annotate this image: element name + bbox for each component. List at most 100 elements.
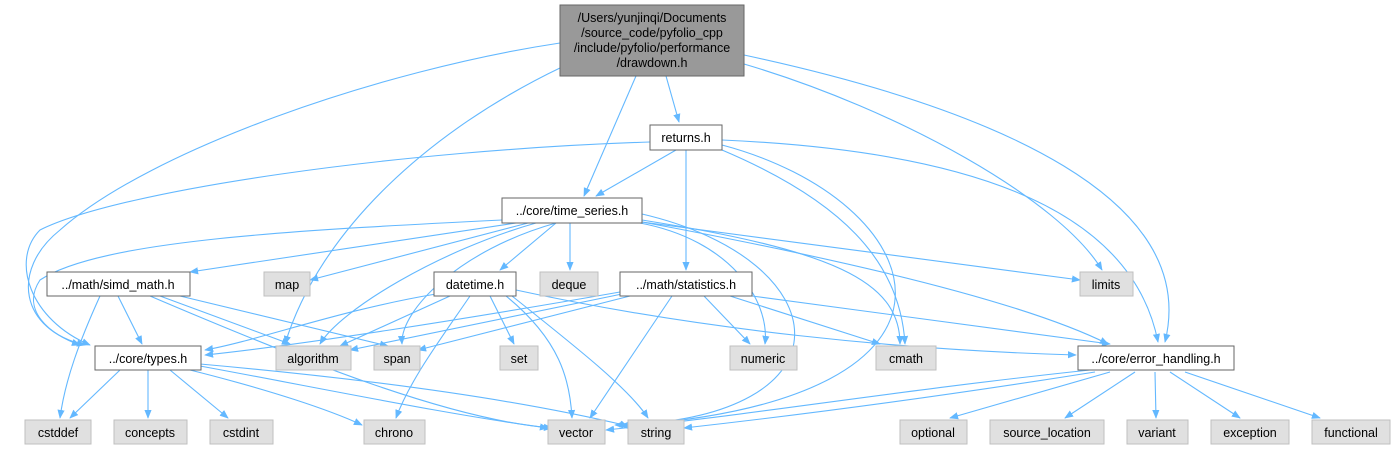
edge-simd-cstddef (57, 295, 101, 419)
edge-root-limits (743, 63, 1103, 271)
node-limits-label: limits (1092, 278, 1120, 292)
node-cstddef-label: cstddef (38, 426, 79, 440)
edge-stats-cmath (729, 295, 881, 345)
node-root-line-4: /drawdown.h (617, 56, 688, 70)
edge-ts-types (33, 219, 503, 346)
node-cmath-label: cmath (889, 352, 923, 366)
edge-datetime-chrono (395, 295, 471, 419)
edge-returns-cmath (721, 149, 909, 345)
node-cstdint[interactable]: cstdint (209, 419, 274, 445)
edge-err-exception (1169, 371, 1241, 419)
node-numeric[interactable]: numeric (729, 345, 798, 371)
edge-ts-error-handling (641, 221, 1109, 345)
node-set-label: set (511, 352, 528, 366)
node-root-line-1: /Users/yunjinqi/Documents (578, 11, 727, 25)
node-simd-math-h[interactable]: ../math/simd_math.h (46, 271, 191, 297)
edge-root-error-handling (743, 54, 1171, 343)
node-concepts-label: concepts (125, 426, 175, 440)
edge-ts-datetime (499, 222, 557, 271)
edge-types-string (199, 363, 629, 428)
edge-stats-vector (589, 295, 673, 419)
edge-stats-algorithm (349, 293, 623, 352)
node-set[interactable]: set (499, 345, 539, 371)
node-returns-label: returns.h (661, 131, 710, 145)
edge-stats-error-handling (751, 295, 1111, 347)
node-chrono[interactable]: chrono (363, 419, 426, 445)
edge-simd-algorithm (159, 295, 291, 345)
node-deque[interactable]: deque (539, 271, 599, 297)
node-variant-label: variant (1138, 426, 1176, 440)
edge-types-cstddef (69, 369, 121, 419)
node-deque-label: deque (552, 278, 587, 292)
edge-datetime-types (204, 293, 437, 353)
edge-err-source-location (1064, 371, 1136, 419)
node-root-line-3: /include/pyfolio/performance (574, 41, 730, 55)
node-error-handling-h[interactable]: ../core/error_handling.h (1077, 345, 1235, 371)
node-vector-label: vector (559, 426, 593, 440)
node-types-label: ../core/types.h (109, 352, 188, 366)
edge-ts-cmath (641, 219, 904, 345)
node-functional[interactable]: functional (1311, 419, 1391, 445)
node-exception[interactable]: exception (1210, 419, 1290, 445)
node-string[interactable]: string (627, 419, 685, 445)
node-optional-label: optional (911, 426, 955, 440)
edge-types-vector (199, 365, 549, 431)
edge-returns-types (25, 141, 651, 346)
edge-simd-span (179, 295, 389, 348)
edge-ts-simd (189, 222, 517, 275)
node-root-line-2: /source_code/pyfolio_cpp (581, 26, 723, 40)
node-source-location-label: source_location (1003, 426, 1091, 440)
node-cstdint-label: cstdint (223, 426, 260, 440)
node-datetime-label: datetime.h (446, 278, 504, 292)
node-time-series-h[interactable]: ../core/time_series.h (501, 197, 643, 224)
edge-err-functional (1184, 371, 1321, 419)
node-cmath[interactable]: cmath (875, 345, 937, 371)
edge-ts-limits (641, 221, 1081, 283)
node-variant[interactable]: variant (1126, 419, 1189, 445)
edge-err-variant (1152, 371, 1160, 419)
node-limits[interactable]: limits (1079, 271, 1134, 297)
node-returns-h[interactable]: returns.h (649, 124, 723, 151)
node-types-h[interactable]: ../core/types.h (94, 345, 202, 371)
node-error-handling-label: ../core/error_handling.h (1091, 352, 1220, 366)
node-datetime-h[interactable]: datetime.h (433, 271, 517, 297)
node-drawdown-h[interactable]: /Users/yunjinqi/Documents /source_code/p… (559, 4, 745, 77)
dependency-nodes: /Users/yunjinqi/Documents /source_code/p… (24, 4, 1391, 445)
dependency-edges (25, 42, 1321, 433)
edge-datetime-error-handling (515, 289, 1077, 359)
edge-root-time-series (583, 75, 637, 197)
node-map[interactable]: map (263, 271, 311, 297)
node-statistics-label: ../math/statistics.h (636, 278, 736, 292)
edge-types-cstdint (169, 369, 229, 419)
edge-datetime-algorithm (339, 295, 451, 347)
node-algorithm[interactable]: algorithm (275, 345, 352, 371)
node-vector[interactable]: vector (547, 419, 606, 445)
node-source-location[interactable]: source_location (989, 419, 1105, 445)
edge-returns-error-handling (721, 139, 1160, 343)
edge-types-chrono (189, 369, 363, 426)
node-exception-label: exception (1223, 426, 1277, 440)
node-optional[interactable]: optional (899, 419, 968, 445)
edge-returns-vector (619, 144, 896, 430)
node-numeric-label: numeric (741, 352, 785, 366)
node-span-label: span (383, 352, 410, 366)
node-algorithm-label: algorithm (287, 352, 338, 366)
edge-ts-algorithm (319, 222, 537, 345)
edge-returns-time-series (595, 149, 677, 197)
node-concepts[interactable]: concepts (113, 419, 188, 445)
edge-stats-numeric (703, 295, 751, 345)
edge-root-returns (665, 75, 681, 123)
edge-stats-types (204, 291, 621, 358)
edge-ts-vector (614, 213, 796, 429)
node-cstddef[interactable]: cstddef (24, 419, 92, 445)
edge-datetime-set (489, 295, 515, 345)
edge-datetime-string (511, 295, 649, 419)
edge-root-types (27, 42, 561, 347)
node-time-series-label: ../core/time_series.h (516, 204, 629, 218)
node-statistics-h[interactable]: ../math/statistics.h (619, 271, 753, 297)
edge-ts-map (309, 222, 529, 282)
edge-err-optional (949, 371, 1111, 420)
node-span[interactable]: span (373, 345, 421, 371)
node-functional-label: functional (1324, 426, 1378, 440)
